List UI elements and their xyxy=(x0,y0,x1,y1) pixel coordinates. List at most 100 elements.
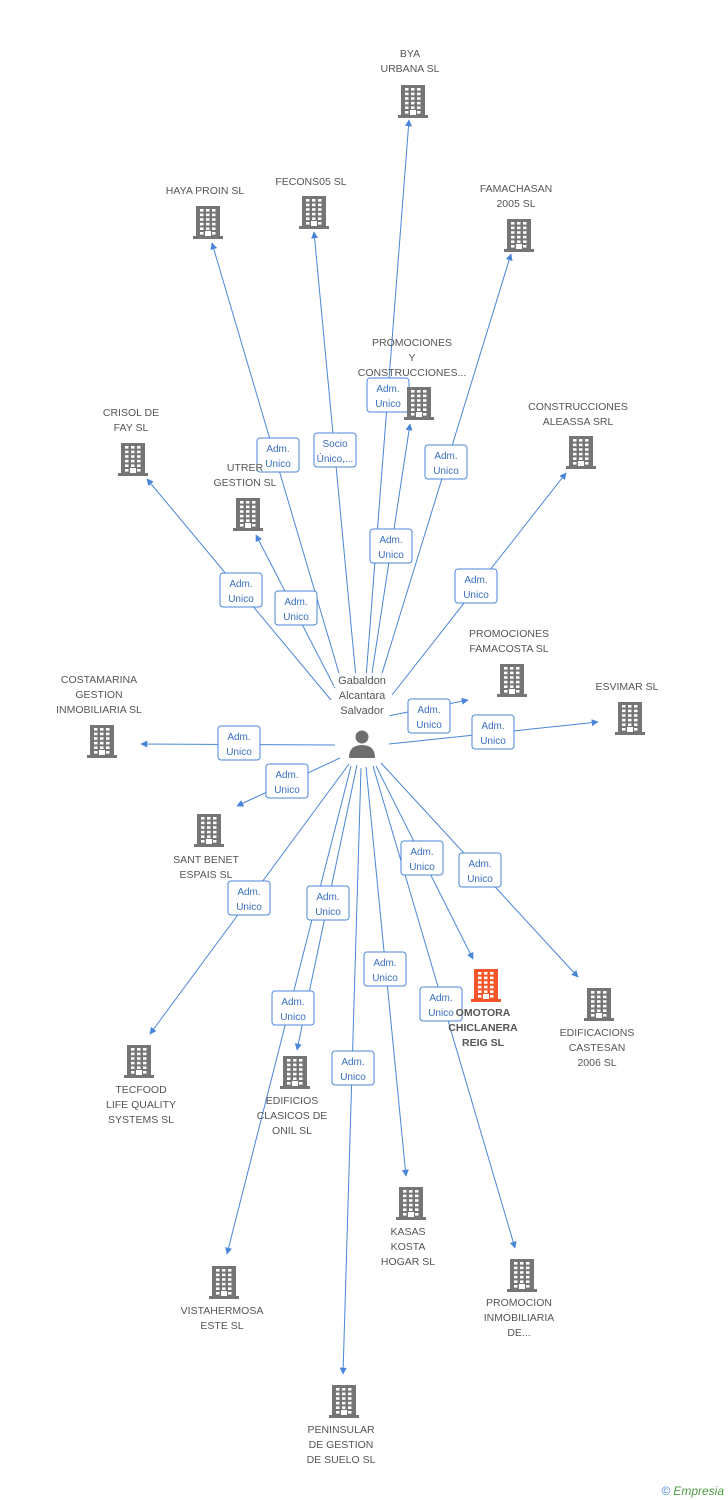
role-text: Adm. xyxy=(429,993,452,1004)
company-name: BYA xyxy=(400,48,420,60)
role-text: Unico xyxy=(375,399,401,410)
role-box-kasas[interactable]: Adm. Unico xyxy=(363,951,407,987)
building-icon xyxy=(87,725,117,758)
company-name: ALEASSA SRL xyxy=(543,416,614,428)
company-name: LIFE QUALITY xyxy=(106,1099,176,1111)
role-text: Unico xyxy=(467,874,493,885)
building-icon xyxy=(398,85,428,118)
building-icon xyxy=(209,1266,239,1299)
company-name: INMOBILIARIA SL xyxy=(56,704,142,716)
role-box-aleassa[interactable]: Adm. Unico xyxy=(454,568,498,604)
building-icon xyxy=(299,196,329,229)
role-box-promocons-2[interactable]: Adm.Unico xyxy=(369,528,413,564)
role-text: Unico xyxy=(463,590,489,601)
role-text: Adm. xyxy=(434,451,457,462)
company-name: 2006 SL xyxy=(577,1057,616,1069)
role-box-utrer[interactable]: Adm. Unico xyxy=(274,590,318,626)
company-node-promocioninmo[interactable]: PROMOCIONINMOBILIARIADE... xyxy=(484,1259,555,1339)
role-box-costamarina[interactable]: Adm. Unico xyxy=(217,725,261,761)
role-text: Unico xyxy=(315,907,341,918)
company-name: PROMOCIONES xyxy=(372,337,452,349)
building-icon xyxy=(329,1385,359,1418)
role-box-edificios[interactable]: Adm.Unico xyxy=(306,885,350,921)
person-icon xyxy=(349,730,375,758)
role-box-promocioninmo[interactable]: Adm.Unico xyxy=(419,986,463,1022)
role-text: Adm. xyxy=(284,597,307,608)
role-text: Unico xyxy=(265,459,291,470)
role-box-tecfood[interactable]: Adm.Unico xyxy=(227,880,271,916)
company-name: EDIFICACIONS xyxy=(560,1027,635,1039)
company-name: CASTESAN xyxy=(569,1042,626,1054)
company-name: CRISOL DE xyxy=(103,407,159,419)
role-text: Unico xyxy=(283,612,309,623)
company-name: DE... xyxy=(507,1327,530,1339)
building-icon xyxy=(194,814,224,847)
role-box-famacosta[interactable]: Adm.Unico xyxy=(407,698,451,734)
company-name: TECFOOD xyxy=(115,1084,167,1096)
role-text: Adm. xyxy=(229,579,252,590)
company-name: GESTION xyxy=(75,689,122,701)
company-name: ESPAIS SL xyxy=(180,869,233,881)
company-node-castesan[interactable]: EDIFICACIONS CASTESAN 2006 SL xyxy=(560,988,635,1069)
role-box-vistahermosa[interactable]: Adm. Unico xyxy=(271,990,315,1026)
role-text: Adm. xyxy=(373,958,396,969)
company-node-utrer[interactable]: UTRER GESTION SL xyxy=(213,462,277,531)
role-text: Adm. xyxy=(464,575,487,586)
company-name: DE GESTION xyxy=(309,1439,374,1451)
role-text: Unico xyxy=(372,973,398,984)
role-text: Adm. xyxy=(281,997,304,1008)
company-node-chiclanera[interactable]: OMOTORA CHICLANERA REIG SL xyxy=(448,969,518,1049)
company-node-promocons[interactable]: PROMOCIONESYCONSTRUCCIONES... xyxy=(358,337,467,420)
company-name: ONIL SL xyxy=(272,1125,312,1137)
company-name: CHICLANERA xyxy=(448,1022,518,1034)
role-box-crisol[interactable]: Adm.Unico xyxy=(219,572,263,608)
company-name: SANT BENET xyxy=(173,854,239,866)
building-icon xyxy=(471,969,501,1002)
role-box-castesan[interactable]: Adm.Unico xyxy=(458,852,502,888)
company-name: CONSTRUCCIONES... xyxy=(358,367,467,379)
role-text: Unico xyxy=(226,747,252,758)
company-name: PROMOCIONES xyxy=(469,628,549,640)
role-box-famachasan[interactable]: Adm.Unico xyxy=(424,444,468,480)
role-text: Unico xyxy=(416,720,442,731)
company-name: UTRER xyxy=(227,462,264,474)
edge-labels-layer: Adm.UnicoSocioÚnico,...Adm.UnicoAdm.Unic… xyxy=(217,377,515,1086)
company-name: CONSTRUCCIONES xyxy=(528,401,628,413)
company-node-fecons[interactable]: FECONS05 SL xyxy=(275,176,347,229)
role-box-fecons[interactable]: SocioÚnico,... xyxy=(313,432,357,468)
footer-brand[interactable]: ©Empresia xyxy=(661,1484,724,1498)
company-node-haya[interactable]: HAYA PROIN SL xyxy=(166,185,245,239)
role-box-peninsular[interactable]: Adm.Unico xyxy=(331,1050,375,1086)
role-box-chiclanera[interactable]: Adm.Unico xyxy=(400,840,444,876)
company-node-aleassa[interactable]: CONSTRUCCIONES ALEASSA SRL xyxy=(528,401,628,469)
company-node-costamarina[interactable]: COSTAMARINA GESTION INMOBILIARIA SL xyxy=(56,674,142,758)
role-box-esvimar[interactable]: Adm.Unico xyxy=(471,714,515,750)
role-text: Único,... xyxy=(317,452,354,465)
company-name: OMOTORA xyxy=(456,1007,511,1019)
role-text: Adm. xyxy=(376,384,399,395)
company-name: DE SUELO SL xyxy=(307,1454,376,1466)
role-text: Unico xyxy=(280,1012,306,1023)
role-text: Adm. xyxy=(227,732,250,743)
role-box-promocons[interactable]: Adm. Unico xyxy=(366,377,410,413)
company-name: GESTION SL xyxy=(213,477,276,489)
company-node-santbenet[interactable]: SANT BENET ESPAIS SL xyxy=(173,814,239,881)
company-name: COSTAMARINA xyxy=(61,674,137,686)
role-text: Unico xyxy=(274,785,300,796)
company-name: CLASICOS DE xyxy=(257,1110,328,1122)
company-name: REIG SL xyxy=(462,1037,505,1049)
role-box-santbenet[interactable]: Adm.Unico xyxy=(265,763,309,799)
role-box-haya[interactable]: Adm.Unico xyxy=(256,437,300,473)
company-node-esvimar[interactable]: ESVIMAR SL xyxy=(595,681,659,735)
company-name: PROMOCION xyxy=(486,1297,552,1309)
